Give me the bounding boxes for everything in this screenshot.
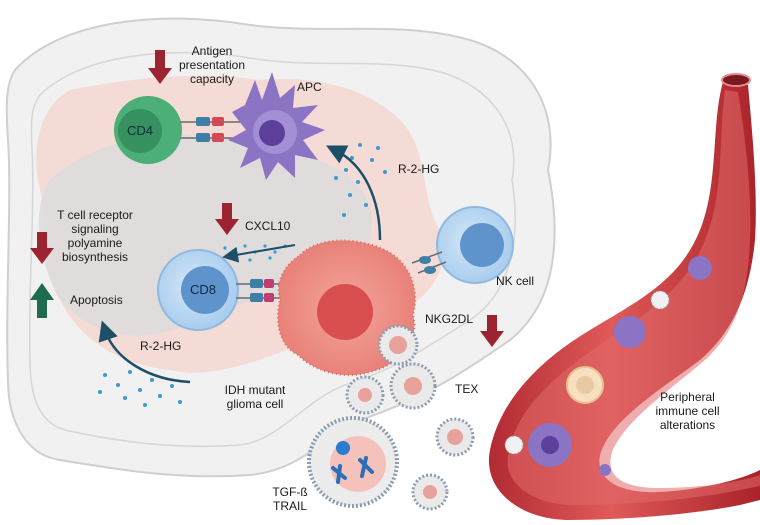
- vessel-cells: [504, 256, 712, 476]
- nk-receptors: [411, 251, 447, 274]
- tex-exosomes: [307, 324, 475, 511]
- glioma-nucleus: [317, 284, 373, 340]
- r2hg-arrow-to-apc: [326, 145, 382, 241]
- vessel-lumen: [507, 90, 760, 505]
- nkg2dl-label: NKG2DL: [425, 312, 474, 326]
- r2hg-bottom-label: R-2-HG: [140, 339, 182, 353]
- cd8-nucleus: [181, 266, 229, 314]
- down-arrow-cxcl10: [215, 203, 239, 235]
- down-arrow-nkg2dl: [480, 315, 504, 347]
- cxcl10-arrow: [222, 244, 296, 263]
- nk-cell-label: NK cell: [496, 274, 535, 288]
- apc-label: APC: [297, 80, 322, 94]
- cd8-label: CD8: [189, 282, 216, 297]
- r2hg-dots-bottom: [98, 370, 182, 407]
- tex-label: TEX: [455, 382, 479, 396]
- down-arrow-antigen: [148, 50, 172, 84]
- nk-nucleus: [460, 223, 504, 267]
- up-arrow-apoptosis: [30, 283, 54, 318]
- cd4-label: CD4: [126, 123, 153, 138]
- r2hg-arrow-to-tcell: [98, 320, 191, 384]
- cd4-nucleus: [118, 109, 162, 153]
- down-arrow-tcell: [30, 232, 54, 264]
- vessel-opening: [721, 73, 751, 87]
- apc-cell: [228, 72, 325, 180]
- r2hg-top-label: R-2-HG: [398, 162, 440, 176]
- cxcl10-label: CXCL10: [245, 219, 291, 233]
- apoptosis-label: Apoptosis: [70, 293, 123, 307]
- brain-inner-outline: [28, 51, 516, 448]
